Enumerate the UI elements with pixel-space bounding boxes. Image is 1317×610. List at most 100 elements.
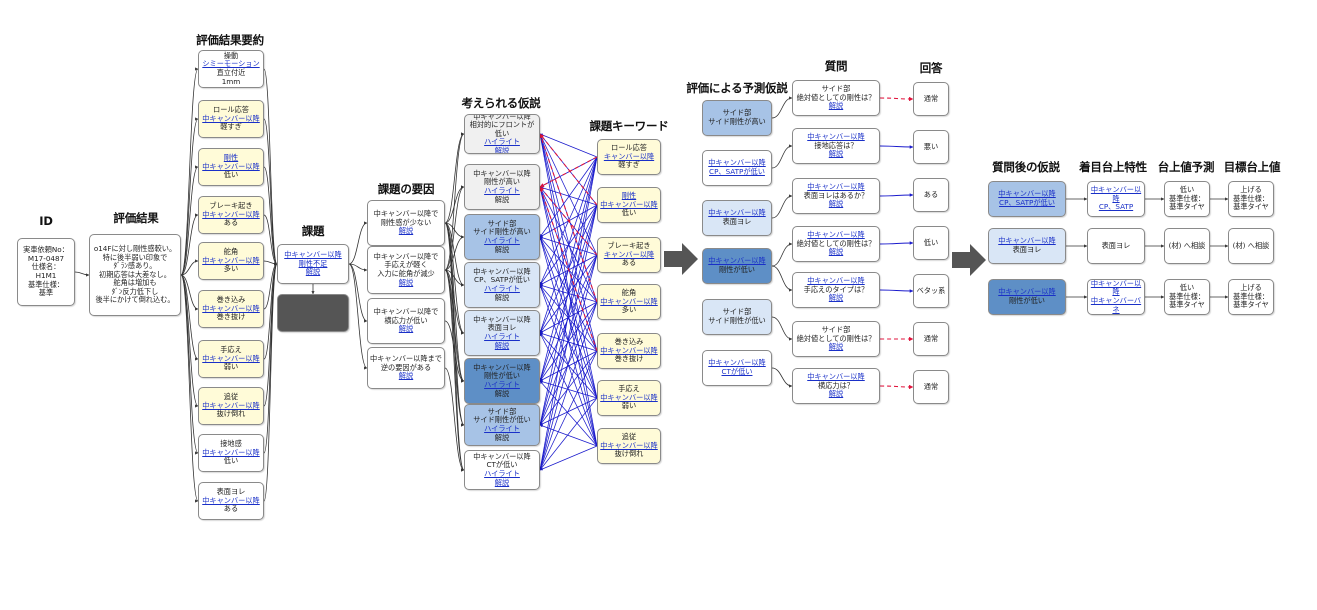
node-link[interactable]: 中キャンバー以降 (708, 158, 766, 168)
node-result[interactable]: o14Fに対し剛性感較い。特に後半弱い印象でﾀﾞﾗﾝ感あり。初期応答は大差なし。… (89, 234, 181, 316)
node-q3[interactable]: 中キャンバー以降表面ヨレはあるか？解説 (792, 178, 880, 214)
node-link[interactable]: 中キャンバー以降 (202, 113, 260, 123)
node-task2[interactable] (277, 294, 349, 332)
node-link[interactable]: 中キャンバー以降 (807, 132, 865, 142)
node-tg2[interactable]: (材) へ相談 (1228, 228, 1274, 264)
node-ph3[interactable]: 中キャンバー以降剛性が低い (988, 279, 1066, 315)
node-q2[interactable]: 中キャンバー以降接地応答は？解説 (792, 128, 880, 164)
node-link[interactable]: 中キャンバー以降 (1090, 185, 1142, 203)
node-link[interactable]: ハイライト (484, 424, 520, 433)
node-cause1[interactable]: 中キャンバー以降で剛性感が少ない解説 (367, 200, 445, 246)
node-q1[interactable]: サイド部絶対値としての剛性は？解説 (792, 80, 880, 116)
node-link[interactable]: 中キャンバー以降 (202, 353, 260, 363)
node-link[interactable]: 解説 (494, 145, 510, 154)
node-link[interactable]: 中キャンバー以降 (1090, 279, 1142, 297)
node-pr5[interactable]: サイド部サイド剛性が低い (702, 299, 772, 335)
node-fc2[interactable]: 表面ヨレ (1087, 228, 1145, 264)
node-a6[interactable]: 通常 (913, 322, 949, 356)
node-link[interactable]: CP、SATPが低い (709, 167, 765, 176)
node-kw1[interactable]: ロール応答キャンバー以降軽すぎ (597, 139, 661, 175)
node-link[interactable]: 中キャンバー以降 (202, 400, 260, 410)
node-kw6[interactable]: 手応え中キャンバー以降弱い (597, 380, 661, 416)
node-link[interactable]: 中キャンバーバネ (1090, 296, 1142, 314)
node-link[interactable]: 解説 (398, 226, 414, 236)
node-a3[interactable]: ある (913, 178, 949, 212)
node-link[interactable]: 解説 (828, 149, 844, 159)
node-sum5[interactable]: 舵角中キャンバー以降多い (198, 242, 264, 280)
node-link[interactable]: 中キャンバー以降 (998, 189, 1056, 199)
node-link[interactable]: 解説 (494, 477, 510, 487)
node-pd1[interactable]: 低い基準仕様：基準タイヤ (1164, 181, 1210, 217)
node-link[interactable]: 剛性 (223, 153, 239, 163)
node-link[interactable]: ハイライト (484, 284, 520, 293)
node-pr4[interactable]: 中キャンバー以降剛性が低い (702, 248, 772, 284)
node-link[interactable]: 中キャンバー以降 (600, 199, 658, 209)
node-link[interactable]: 解説 (828, 247, 844, 257)
node-fc3[interactable]: 中キャンバー以降中キャンバーバネ (1087, 279, 1145, 315)
node-link[interactable]: 中キャンバー以降 (202, 495, 260, 505)
node-q7[interactable]: 中キャンバー以降横応力は？解説 (792, 368, 880, 404)
node-link[interactable]: 中キャンバー以降 (708, 208, 766, 218)
node-link[interactable]: 中キャンバー以降 (708, 256, 766, 266)
node-a1[interactable]: 通常 (913, 82, 949, 116)
node-hyp6[interactable]: 中キャンバー以降剛性が低いハイライト解説 (464, 358, 540, 404)
node-kw3[interactable]: ブレーキ起きキャンバー以降ある (597, 237, 661, 273)
node-sum6[interactable]: 巻き込み中キャンバー以降巻き抜け (198, 290, 264, 328)
node-a7[interactable]: 通常 (913, 370, 949, 404)
node-cause3[interactable]: 中キャンバー以降で横応力が低い解説 (367, 298, 445, 344)
node-link[interactable]: 剛性不足 (298, 258, 328, 268)
node-hyp1[interactable]: 中キャンバー以降相対的にフロントが低いハイライト解説 (464, 114, 540, 154)
node-link[interactable]: 中キャンバー以降 (202, 303, 260, 313)
node-sum4[interactable]: ブレーキ起き中キャンバー以降ある (198, 196, 264, 234)
node-link[interactable]: CP、SATPが低い (999, 198, 1055, 207)
node-link[interactable]: 解説 (828, 342, 844, 352)
node-link[interactable]: 中キャンバー以降 (807, 276, 865, 286)
node-link[interactable]: 中キャンバー以降 (202, 161, 260, 171)
node-link[interactable]: ハイライト (484, 186, 520, 195)
node-link[interactable]: 中キャンバー以降 (202, 209, 260, 219)
node-link[interactable]: 中キャンバー以降 (202, 447, 260, 457)
node-link[interactable]: 解説 (828, 199, 844, 209)
node-sum2[interactable]: ロール応答中キャンバー以降軽すぎ (198, 100, 264, 138)
node-link[interactable]: 中キャンバー以降 (807, 182, 865, 192)
node-sum3[interactable]: 剛性中キャンバー以降低い (198, 148, 264, 186)
node-pr3[interactable]: 中キャンバー以降表面ヨレ (702, 200, 772, 236)
node-link[interactable]: 中キャンバー以降 (600, 392, 658, 402)
node-kw7[interactable]: 追従中キャンバー以降抜け倒れ (597, 428, 661, 464)
node-link[interactable]: ハイライト (484, 137, 520, 147)
node-tg1[interactable]: 上げる基準仕様：基準タイヤ (1228, 181, 1274, 217)
node-link[interactable]: 中キャンバー以降 (600, 440, 658, 450)
node-sum10[interactable]: 表面ヨレ中キャンバー以降ある (198, 482, 264, 520)
node-link[interactable]: 中キャンバー以降 (998, 287, 1056, 297)
node-hyp5[interactable]: 中キャンバー以降表面ヨレハイライト解説 (464, 310, 540, 356)
node-link[interactable]: シミーモーション (202, 59, 260, 69)
node-kw5[interactable]: 巻き込み中キャンバー以降巻き抜け (597, 333, 661, 369)
node-link[interactable]: 解説 (828, 101, 844, 111)
node-link[interactable]: 解説 (398, 277, 414, 287)
node-link[interactable]: 解説 (828, 389, 844, 399)
node-link[interactable]: 中キャンバー以降 (284, 250, 342, 260)
node-link[interactable]: CTが低い (721, 367, 753, 376)
node-link[interactable]: 中キャンバー以降 (708, 358, 766, 368)
node-tg3[interactable]: 上げる基準仕様：基準タイヤ (1228, 279, 1274, 315)
node-task[interactable]: 中キャンバー以降剛性不足解説 (277, 244, 349, 284)
node-cause4[interactable]: 中キャンバー以降まで逆の要因がある解説 (367, 347, 445, 389)
node-pd2[interactable]: (材) へ相談 (1164, 228, 1210, 264)
node-hyp2[interactable]: 中キャンバー以降剛性が高いハイライト解説 (464, 164, 540, 210)
node-pr1[interactable]: サイド部サイド剛性が高い (702, 100, 772, 136)
node-a4[interactable]: 低い (913, 226, 949, 260)
node-link[interactable]: 解説 (398, 324, 414, 334)
node-kw2[interactable]: 剛性中キャンバー以降低い (597, 187, 661, 223)
node-link[interactable]: CP、SATP (1098, 202, 1134, 212)
node-hyp7[interactable]: サイド部サイド剛性が低いハイライト解説 (464, 404, 540, 446)
node-link[interactable]: 中キャンバー以降 (600, 345, 658, 355)
node-a5[interactable]: ベタッ系 (913, 274, 949, 308)
node-link[interactable]: キャンバー以降 (603, 249, 655, 259)
node-q4[interactable]: 中キャンバー以降絶対値としての剛性は？解説 (792, 226, 880, 262)
node-link[interactable]: 中キャンバー以降 (998, 236, 1056, 246)
